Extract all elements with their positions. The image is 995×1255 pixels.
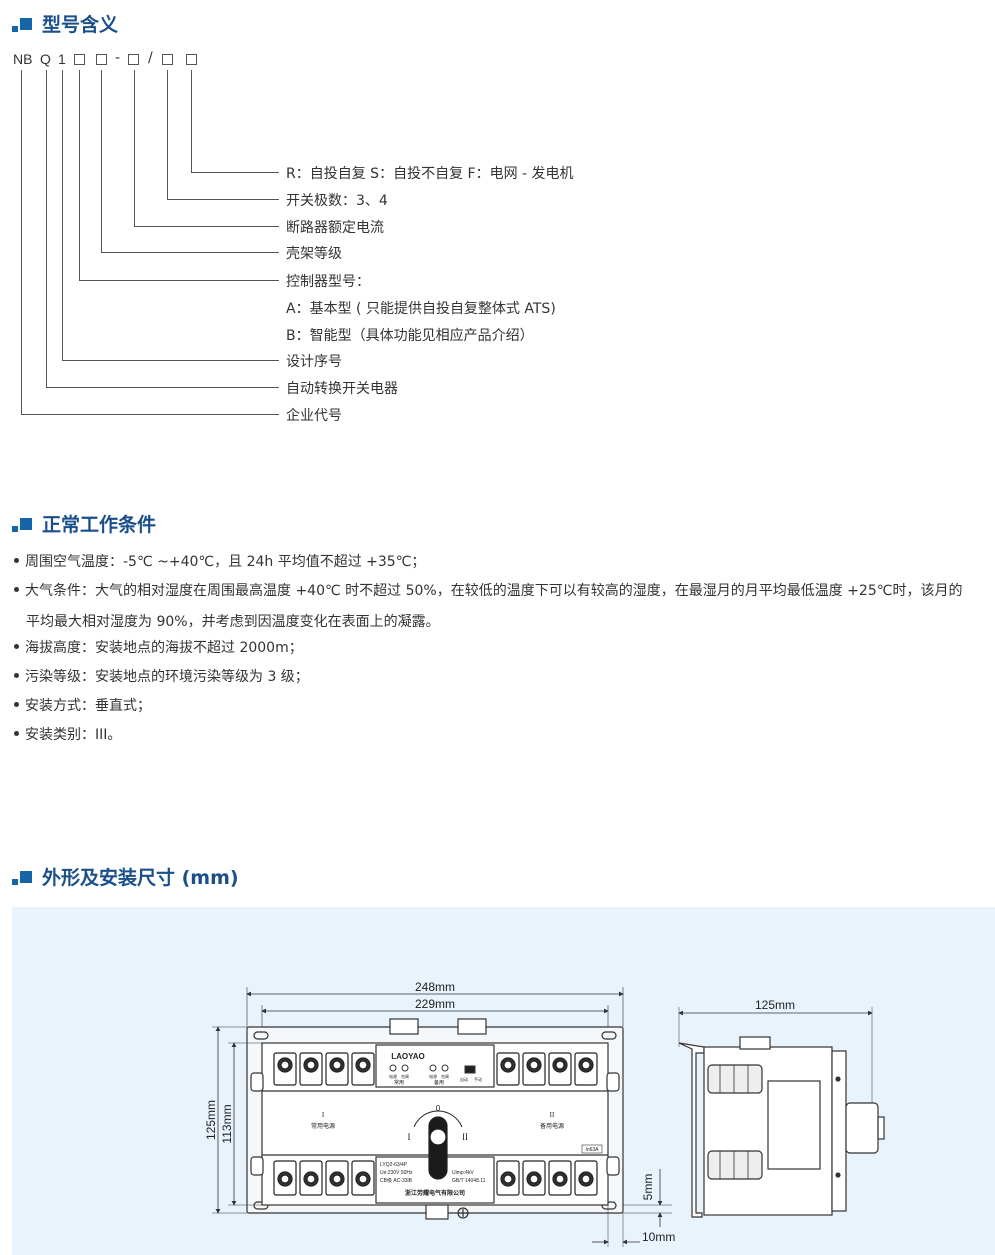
dim-125-height: 125mm: [204, 1100, 218, 1140]
dim-10: 10mm: [642, 1230, 675, 1244]
terminals-bottom-left: [273, 1160, 375, 1196]
backup-power-label: 备用电源: [540, 1122, 564, 1130]
cb-label: CB级 AC-33iB: [380, 1177, 413, 1184]
meaning-mode: R：自投自复 S：自投不自复 F：电网 - 发电机: [286, 166, 574, 182]
condition-mounting: 安装方式：垂直式；: [14, 692, 151, 720]
section-square-icon: [12, 865, 34, 887]
dim-229: 229mm: [415, 997, 455, 1011]
switch-pos-2: II: [462, 1132, 468, 1142]
code-box-poles: [162, 54, 173, 65]
meaning-poles: 开关极数：3、4: [286, 193, 388, 209]
label-auto: 自动: [460, 1076, 468, 1082]
section-title-dimensions: 外形及安装尺寸 (mm): [12, 863, 239, 889]
front-vertical-dims: [212, 1026, 262, 1214]
bullet-icon: [14, 586, 19, 592]
bullet-icon: [14, 672, 19, 678]
std-label: GB/T 14048.11: [452, 1178, 486, 1184]
code-letter-1: 1: [58, 51, 66, 67]
rating-badge: In63A: [585, 1147, 599, 1153]
section-title-model: 型号含义: [12, 10, 118, 36]
code-slash: /: [148, 50, 153, 66]
side-view: [678, 1007, 885, 1218]
section-square-icon: [12, 12, 34, 34]
meaning-controller-a: A：基本型 ( 只能提供自投自复整体式 ATS): [286, 301, 556, 317]
terminals-top-right: [496, 1052, 598, 1086]
code-box-frame: [96, 54, 107, 65]
common-power-label: 常用电源: [311, 1122, 335, 1130]
label-backup: 备用: [434, 1079, 444, 1086]
small-dims: [592, 1169, 672, 1247]
code-box-mode: [186, 54, 197, 65]
company-label: 浙江劳耀电气有限公司: [405, 1189, 465, 1197]
code-box-current: [128, 54, 139, 65]
bullet-icon: [14, 730, 19, 736]
meaning-controller: 控制器型号：: [286, 274, 370, 290]
uimp-label: Uimp:4kV: [452, 1170, 474, 1176]
model-label: LYQ2-63/4P: [380, 1162, 408, 1168]
section-heading: 正常工作条件: [42, 513, 157, 536]
meaning-current: 断路器额定电流: [286, 220, 384, 236]
indicator-lights: [389, 1064, 476, 1074]
switch-pos-1: I: [408, 1132, 411, 1142]
label-dianyuan-1: 电源: [389, 1073, 397, 1079]
switch-pos-0: 0: [436, 1104, 441, 1113]
label-hezha-2: 合闸: [441, 1073, 449, 1079]
brand-logo: LAOYAO: [391, 1052, 425, 1061]
bullet-icon: [14, 701, 19, 707]
dim-5: 5mm: [641, 1174, 655, 1201]
rotary-handle: [413, 1110, 463, 1180]
label-hezha-1: 合闸: [401, 1073, 409, 1079]
code-letter-q: Q: [40, 51, 51, 67]
meaning-design: 设计序号: [286, 354, 342, 370]
code-dash: -: [115, 50, 121, 66]
dimension-drawing: 248mm 229mm 125mm 125mm 113mm 5mm 10mm L…: [204, 980, 885, 1247]
label-manual: 手动: [474, 1076, 482, 1082]
ue-label: Ue:230V 50Hz: [380, 1170, 413, 1176]
meaning-controller-b: B：智能型（具体功能见相应产品介绍）: [286, 328, 534, 344]
dim-125-width: 125mm: [755, 998, 795, 1012]
section-title-conditions: 正常工作条件: [12, 510, 156, 536]
condition-altitude: 海拔高度：安装地点的海拔不超过 2000m；: [14, 634, 303, 662]
section-square-icon: [12, 512, 34, 534]
section-heading: 外形及安装尺寸 (mm): [42, 866, 239, 889]
bullet-icon: [14, 557, 19, 563]
label-common: 常用: [394, 1079, 404, 1086]
bullet-icon: [14, 643, 19, 649]
condition-temperature: 周围空气温度：-5℃ ~+40℃，且 24h 平均值不超过 +35℃；: [14, 548, 425, 576]
meaning-frame: 壳架等级: [286, 246, 342, 262]
terminals-top-left: [273, 1052, 375, 1086]
condition-pollution: 污染等级：安装地点的环境污染等级为 3 级；: [14, 663, 309, 691]
roman-one: I: [322, 1111, 325, 1119]
dim-113: 113mm: [220, 1104, 234, 1143]
meaning-enterprise: 企业代号: [286, 408, 342, 424]
code-letter-nb: NB: [13, 51, 33, 67]
condition-atmosphere: 大气条件：大气的相对湿度在周围最高温度 +40℃ 时不超过 50%，在较低的温度…: [14, 577, 962, 605]
meaning-ats: 自动转换开关电器: [286, 381, 398, 397]
section-heading: 型号含义: [42, 13, 119, 36]
label-dianyuan-2: 电源: [429, 1073, 437, 1079]
dimension-drawing-panel: 248mm 229mm 125mm 125mm 113mm 5mm 10mm L…: [12, 907, 995, 1255]
condition-category: 安装类别：III。: [14, 721, 121, 749]
code-box-controller: [74, 54, 85, 65]
dim-248: 248mm: [415, 980, 455, 994]
terminals-bottom-right: [496, 1160, 598, 1196]
condition-atmosphere-cont: 平均最大相对湿度为 90%，并考虑到因温度变化在表面上的凝露。: [26, 614, 440, 630]
roman-two: II: [550, 1111, 555, 1119]
